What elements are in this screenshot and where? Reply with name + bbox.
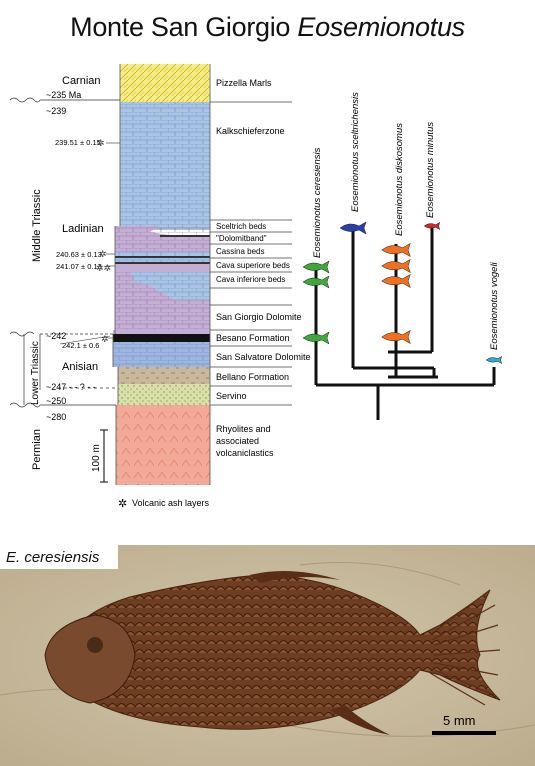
fish-diskosomus-icon — [381, 329, 411, 345]
formation-label: Cava superiore beds — [216, 261, 290, 270]
age-labels: ~235 Ma ~239 ~242 ~247 - - ? - - ~250 ~2… — [46, 90, 96, 422]
fish-diskosomus-icon — [381, 273, 411, 289]
date-pointers — [59, 142, 120, 345]
date-1: 239.51 ± 0.15 — [55, 138, 101, 147]
fish-markers — [302, 221, 503, 365]
layer-cava-superiore — [115, 264, 210, 272]
fish-ceresiensis-icon — [302, 331, 330, 345]
date-4: 242.1 ± 0.6 — [62, 341, 99, 350]
photo-scale-label: 5 mm — [443, 713, 476, 728]
formation-label: "Dolomitband" — [216, 234, 267, 243]
age-239: ~239 — [46, 106, 66, 116]
formation-label: Cassina beds — [216, 247, 264, 256]
radiometric-dates: 239.51 ± 0.15 240.63 ± 0.13 241.07 ± 0.1… — [55, 138, 102, 350]
fish-ceresiensis-icon — [302, 260, 330, 274]
title-plain: Monte San Giorgio — [70, 12, 298, 42]
age-235: ~235 Ma — [46, 90, 81, 100]
legend-text: Volcanic ash layers — [132, 498, 210, 508]
formation-label: Pizzella Marls — [216, 78, 272, 88]
legend-symbol: ✲ — [118, 498, 127, 510]
caudal-fin — [429, 589, 501, 706]
formation-label-rhyolites: Rhyolites and associated volcaniclastics — [216, 424, 274, 458]
stage-boundaries — [9, 97, 120, 408]
column-scale-bar: 100 m — [91, 429, 108, 483]
formation-label: San Giorgio Dolomite — [216, 312, 302, 322]
species-minutus: Eosemionotus minutus — [425, 122, 436, 218]
formation-label: Besano Formation — [216, 333, 290, 343]
formation-label: Bellano Formation — [216, 372, 289, 382]
stage-labels: Carnian Ladinian Anisian Permian Lower T… — [30, 75, 104, 470]
stage-carnian: Carnian — [62, 75, 101, 87]
formation-label: Sceltrich beds — [216, 222, 266, 231]
svg-text:✲: ✲ — [99, 249, 107, 259]
svg-text:✲: ✲ — [101, 334, 109, 344]
date-3: 241.07 ± 0.13 — [56, 262, 102, 271]
column-scale-label: 100 m — [91, 444, 102, 472]
formation-separators — [210, 101, 292, 406]
age-250: ~250 — [46, 396, 66, 406]
fish-vogeli-icon — [485, 355, 503, 365]
legend: ✲ Volcanic ash layers — [118, 498, 210, 510]
title-genus: Eosemionotus — [297, 12, 465, 42]
fish-diskosomus-icon — [381, 258, 411, 274]
species-labels: Eosemionotus ceresiensis Eosemionotus sc… — [312, 92, 500, 350]
fish-minutus-icon — [423, 221, 441, 231]
age-280: ~280 — [46, 412, 66, 422]
ash-symbols: ✲ ✲ ✲✲ ✲ — [96, 138, 111, 344]
stage-anisian: Anisian — [62, 361, 98, 373]
figure-title: Monte San Giorgio Eosemionotus — [0, 12, 535, 43]
formation-labels: Pizzella Marls Kalkschieferzone Sceltric… — [216, 78, 311, 401]
strat-column — [112, 64, 211, 485]
age-247: ~247 - - ? - - — [46, 382, 96, 392]
fossil-photograph — [0, 545, 535, 766]
layer-besano — [113, 334, 210, 342]
fossil-body — [59, 574, 501, 730]
photo-scale-bar — [432, 731, 496, 735]
fossil-head — [44, 614, 136, 704]
phylogeny-tree — [314, 226, 496, 420]
stratigraphy-diagram: Pizzella Marls Kalkschieferzone Sceltric… — [9, 64, 503, 510]
period-middle-triassic: Middle Triassic — [31, 189, 43, 262]
species-ceresiensis: Eosemionotus ceresiensis — [312, 147, 323, 258]
age-242: ~242 — [46, 331, 66, 341]
species-sceltrichensis: Eosemionotus sceltrichensis — [350, 92, 361, 212]
fish-ceresiensis-icon — [302, 275, 330, 289]
rhyolite-text: Rhyolites and — [216, 424, 271, 434]
formation-label: Cava inferiore beds — [216, 275, 285, 284]
species-vogeli: Eosemionotus vogeli — [489, 261, 500, 350]
fish-sceltrichensis-icon — [339, 221, 367, 235]
formation-label: Kalkschieferzone — [216, 126, 285, 136]
period-permian: Permian — [31, 429, 43, 470]
svg-text:✲: ✲ — [97, 138, 105, 148]
svg-text:✲✲: ✲✲ — [96, 263, 111, 273]
period-lower-triassic: Lower Triassic — [30, 341, 41, 405]
stage-ladinian: Ladinian — [62, 223, 104, 235]
formation-label: San Salvatore Dolomite — [216, 352, 311, 362]
species-diskosomus: Eosemionotus diskosomus — [394, 123, 405, 236]
photo-species-label: E. ceresiensis — [0, 545, 118, 569]
formation-label: Servino — [216, 391, 247, 401]
fish-diskosomus-icon — [381, 242, 411, 258]
date-2: 240.63 ± 0.13 — [56, 250, 102, 259]
